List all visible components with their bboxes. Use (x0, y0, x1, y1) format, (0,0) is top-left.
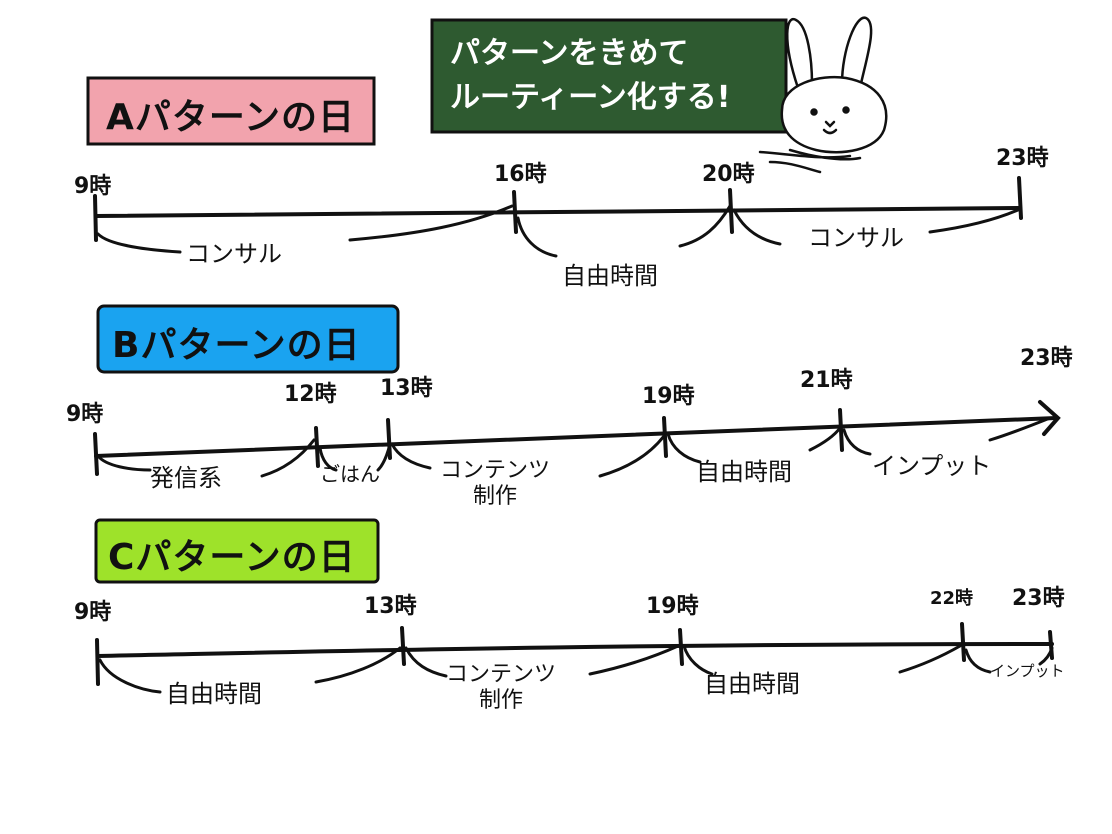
time-c-19: 19時 (646, 594, 699, 619)
time-b-12: 12時 (284, 382, 337, 407)
bracket-c-input (964, 646, 1054, 674)
pattern-a-title: Aパターンの日 (106, 97, 356, 138)
bracket-c-contents (404, 644, 680, 678)
time-c-13: 13時 (364, 594, 417, 619)
timeline-a (93, 176, 1023, 258)
segment-b-contents: コンテンツ 制作 (440, 458, 550, 510)
segment-b-free: 自由時間 (696, 458, 792, 486)
tick-c-9 (95, 638, 100, 686)
pattern-c-title: Cパターンの日 (108, 537, 356, 578)
segment-b-gohan: ごはん (320, 462, 380, 486)
timeline-b-axis (94, 416, 1058, 458)
segment-c-contents: コンテンツ 制作 (446, 662, 556, 714)
tick-a-9 (93, 194, 98, 242)
segment-c-contents-line1: コンテンツ (446, 662, 557, 687)
note-line-1: パターンをきめて (450, 36, 689, 71)
segment-c-input: インプット (990, 662, 1065, 680)
time-b-9: 9時 (66, 402, 104, 427)
tick-c-13 (400, 626, 406, 666)
bracket-a-consult-2 (732, 208, 1020, 246)
tick-c-23 (1048, 630, 1054, 660)
pattern-a-title-box (86, 76, 376, 146)
timeline-c-axis (96, 642, 1054, 658)
tick-c-22 (960, 622, 966, 662)
bracket-b-free (666, 426, 842, 464)
bracket-b-gohan (318, 442, 392, 472)
time-b-21: 21時 (800, 368, 853, 393)
timeline-b (93, 400, 1061, 478)
tick-a-23 (1017, 176, 1023, 220)
tick-a-20 (728, 188, 734, 234)
rabbit-icon (758, 16, 888, 174)
tick-b-9 (93, 432, 99, 476)
pattern-b-title: Bパターンの日 (112, 325, 361, 366)
bracket-a-free (516, 204, 732, 258)
segment-a-consult-2: コンサル (808, 224, 904, 252)
tick-b-12 (314, 426, 320, 468)
bracket-c-free-2 (682, 644, 962, 676)
time-c-9: 9時 (74, 600, 112, 625)
time-b-19: 19時 (642, 384, 695, 409)
bracket-b-input (842, 416, 1052, 456)
note-line-2: ルーティーン化する! (450, 80, 731, 115)
note-board-bg (430, 18, 788, 134)
tick-b-13 (386, 418, 392, 460)
segment-b-hasshin: 発信系 (150, 464, 222, 492)
time-b-13: 13時 (380, 376, 433, 401)
time-a-20: 20時 (702, 162, 755, 187)
segment-b-contents-line2: 制作 (473, 484, 518, 509)
timeline-b-arrowhead (1038, 400, 1061, 436)
time-c-22: 22時 (930, 588, 974, 609)
timeline-c (95, 622, 1054, 694)
segment-c-free-1: 自由時間 (166, 680, 262, 708)
bracket-b-contents (390, 434, 666, 478)
segment-b-contents-line1: コンテンツ (440, 458, 551, 483)
bracket-b-hasshin (96, 438, 316, 478)
time-c-23: 23時 (1012, 586, 1065, 611)
segment-a-consult-1: コンサル (186, 240, 282, 268)
pattern-b-title-box (96, 304, 400, 374)
pattern-c-title-box (94, 518, 380, 584)
timeline-a-axis (94, 206, 1022, 218)
time-b-23: 23時 (1020, 346, 1073, 371)
time-a-9: 9時 (74, 174, 112, 199)
tick-b-21 (838, 408, 844, 452)
bracket-a-consult-1 (96, 204, 514, 254)
segment-c-free-2: 自由時間 (704, 670, 800, 698)
segment-c-contents-line2: 制作 (479, 688, 524, 713)
time-a-16: 16時 (494, 162, 547, 187)
segment-a-free: 自由時間 (562, 262, 658, 290)
tick-c-19 (678, 628, 684, 666)
time-a-23: 23時 (996, 146, 1049, 171)
bracket-c-free-1 (98, 646, 402, 694)
segment-b-input: インプット (872, 452, 992, 480)
note-board (430, 18, 788, 134)
tick-a-16 (512, 190, 518, 234)
